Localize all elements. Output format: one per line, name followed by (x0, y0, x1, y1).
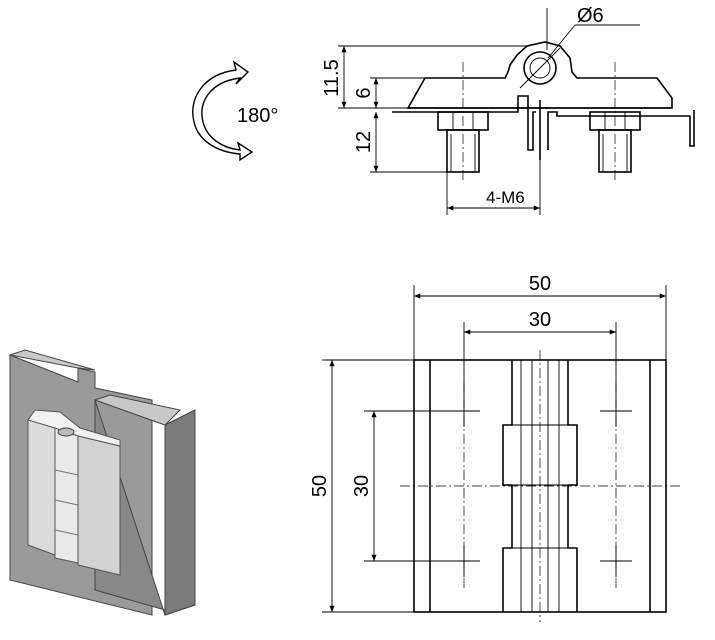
dim-total-height: 11.5 (321, 59, 343, 96)
dim-hole-spacing-y: 30 (351, 475, 373, 497)
dim-overall-width: 50 (529, 273, 551, 295)
dim-overall-height: 50 (309, 475, 331, 497)
iso-hinge-knuckle (54, 427, 79, 564)
front-view: 50 30 50 30 (309, 273, 680, 622)
side-view: 11.5 6 12 Ø6 4-M6 (321, 5, 695, 215)
dim-bolt-length: 12 (353, 131, 375, 153)
rotation-arrow-icon (192, 60, 254, 162)
right-frame-channel (547, 110, 695, 150)
pin-circle (523, 51, 557, 85)
rotation-label: 180° (237, 105, 278, 127)
left-frame-channel (392, 95, 536, 151)
dim-hole-spacing-x: 30 (529, 309, 551, 331)
hole-marks (448, 380, 632, 590)
isometric-view (8, 349, 196, 616)
dim-leaf-height: 6 (353, 87, 375, 98)
dim-pin-diameter: Ø6 (577, 5, 604, 27)
side-view-leaf-outline (406, 41, 673, 109)
rotation-symbol: 180° (192, 60, 278, 162)
iso-hinge-leaf-right (77, 435, 121, 576)
iso-pin-icon (57, 427, 75, 437)
iso-hinge-leaf-left (27, 419, 56, 556)
dim-thread: 4-M6 (486, 188, 525, 207)
